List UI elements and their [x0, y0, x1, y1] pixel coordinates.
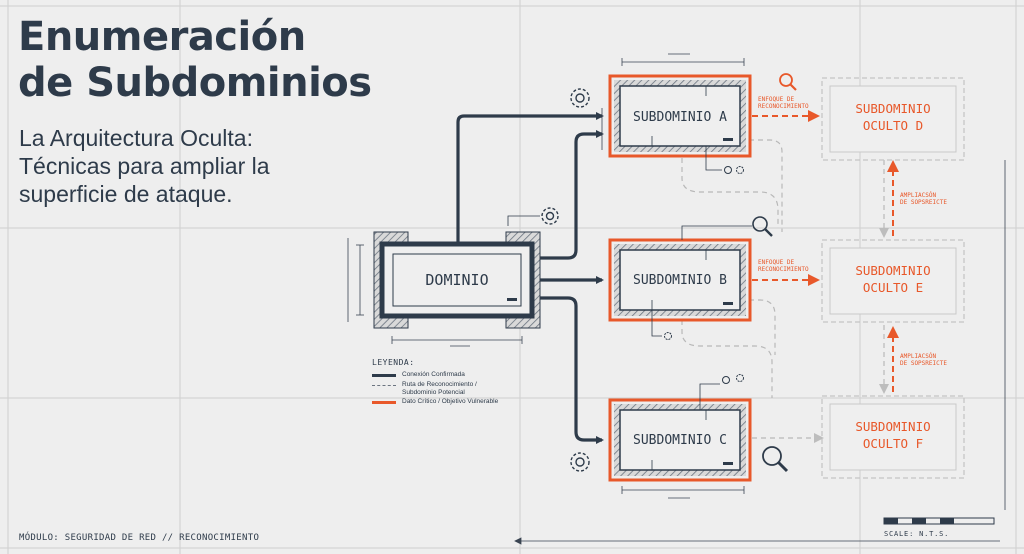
legend: LEYENDA: Conexión Confirmada Ruta de Rec… [372, 358, 532, 408]
domain-label: DOMINIO [425, 271, 488, 289]
link-icon [724, 166, 744, 174]
expand-de-line-2: DE SOPSREICTE [900, 199, 947, 206]
focus-a-line-1: ENFOQUE DE [758, 96, 795, 103]
subdomain-a-label: SUBDOMINIO A [633, 110, 727, 125]
legend-swatch-orange [372, 398, 396, 406]
legend-confirmed-label: Conexión Confirmada [402, 371, 465, 378]
legend-recon-line-1: Ruta de Reconocimiento / [402, 381, 477, 388]
page-subtitle: La Arquitectura Oculta: Técnicas para am… [19, 124, 359, 208]
expand-de-line-1: AMPLIACSÓN [900, 192, 937, 199]
hidden-subdomain-f: SUBDOMINIO OCULTO F [821, 395, 965, 479]
magnifier-icon [762, 446, 789, 473]
legend-recon-line-2: Subdominio Potencial [402, 388, 465, 396]
confirmed-connections [456, 112, 604, 444]
subtitle-line-2: Técnicas para ampliar la [19, 153, 270, 179]
legend-item-critical: Dato Crítico / Objetivo Vulnerable [372, 398, 532, 406]
subdomain-b-node: SUBDOMINIO B [608, 238, 752, 322]
module-footer: MÓDULO: SEGURIDAD DE RED // RECONOCIMIEN… [19, 533, 260, 543]
domain-node: DOMINIO [373, 231, 541, 329]
subdomain-c-node: SUBDOMINIO C [608, 398, 752, 482]
subtitle-line-1: La Arquitectura Oculta: [19, 125, 253, 151]
subdomain-c-label: SUBDOMINIO C [633, 433, 727, 448]
legend-item-confirmed: Conexión Confirmada [372, 371, 532, 379]
expand-ef-line-2: DE SOPSREICTE [900, 360, 947, 367]
hidden-d-label-1: SUBDOMINIO [855, 101, 930, 116]
legend-title: LEYENDA: [372, 358, 415, 367]
expand-ef-line-1: AMPLIACSÓN [900, 353, 937, 360]
focus-a-line-2: RECONOCIMIENTO [758, 103, 809, 110]
critical-paths [752, 110, 899, 392]
title-line-2: de Subdominios [18, 60, 372, 106]
page-title: Enumeración de Subdominios [18, 14, 372, 106]
title-line-1: Enumeración [18, 14, 306, 60]
hidden-e-label-2: OCULTO E [863, 280, 923, 295]
dimension-lines [347, 53, 1006, 545]
legend-item-recon: Ruta de Reconocimiento / Subdominio Pote… [372, 381, 532, 396]
hidden-d-label-2: OCULTO D [863, 118, 923, 133]
subdomain-b-label: SUBDOMINIO B [633, 273, 727, 288]
hidden-f-label-1: SUBDOMINIO [855, 419, 930, 434]
scale-bar [883, 517, 995, 525]
subdomain-a-node: SUBDOMINIO A [608, 74, 752, 158]
focus-b-line-1: ENFOQUE DE [758, 259, 795, 266]
recon-routes [681, 139, 889, 443]
gear-icon [570, 452, 590, 472]
legend-recon-label: Ruta de Reconocimiento / Subdominio Pote… [402, 381, 532, 396]
link-icon [722, 374, 744, 384]
focus-b-line-2: RECONOCIMIENTO [758, 266, 809, 273]
legend-critical-label: Dato Crítico / Objetivo Vulnerable [402, 398, 499, 405]
scale-label: SCALE: N.T.S. [884, 530, 950, 538]
magnifier-icon [752, 216, 773, 237]
link-icon [664, 332, 672, 340]
magnifier-icon [779, 73, 797, 91]
legend-swatch-solid [372, 371, 396, 379]
hidden-subdomain-e: SUBDOMINIO OCULTO E [821, 239, 965, 323]
gear-icon [570, 88, 590, 108]
hidden-e-label-1: SUBDOMINIO [855, 263, 930, 278]
gear-icon [541, 207, 559, 225]
icon-leader-lines [507, 146, 752, 410]
legend-swatch-dashed [372, 381, 396, 389]
hidden-subdomain-d: SUBDOMINIO OCULTO D [821, 77, 965, 161]
annotations: ENFOQUE DE RECONOCIMIENTO ENFOQUE DE REC… [758, 96, 947, 367]
hidden-f-label-2: OCULTO F [863, 436, 923, 451]
subtitle-line-3: superficie de ataque. [19, 181, 233, 207]
